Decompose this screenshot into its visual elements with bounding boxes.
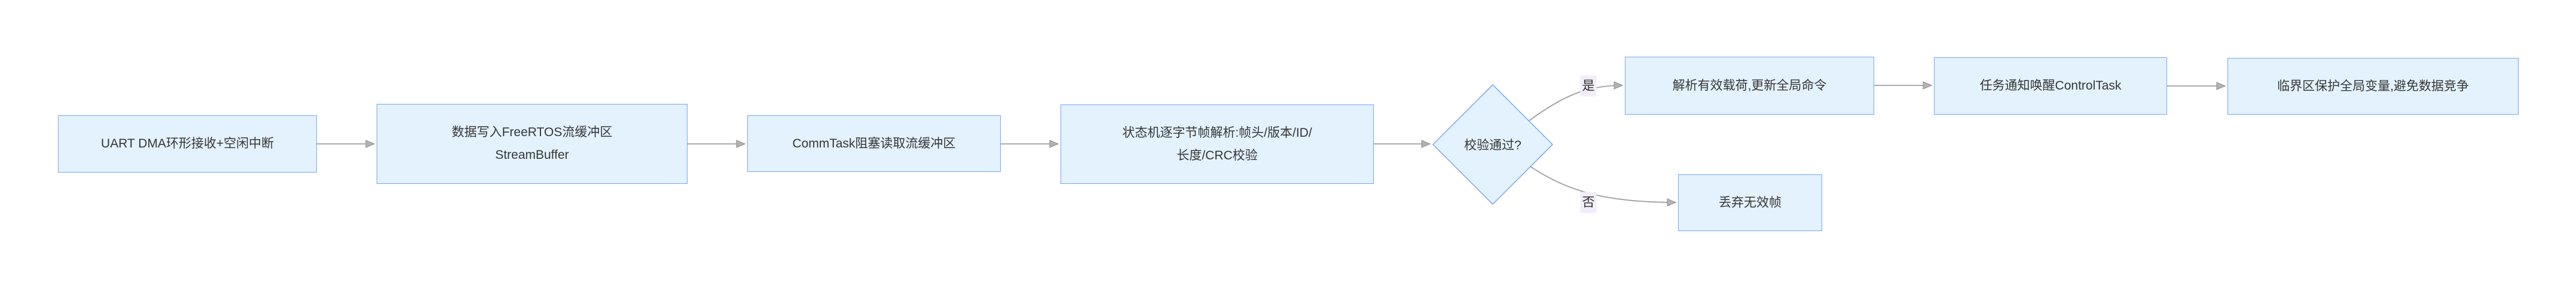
- node-label: UART DMA环形接收+空闲中断: [100, 137, 274, 150]
- diamond-shape: [1432, 84, 1553, 205]
- node-commtask-read: CommTask阻塞读取流缓冲区: [747, 115, 1001, 172]
- node-frame-parser: 状态机逐字节帧解析:帧头/版本/ID/ 长度/CRC校验: [1061, 104, 1374, 184]
- node-uart-dma-receive: UART DMA环形接收+空闲中断: [58, 115, 317, 173]
- decision-crc-check: 校验通过?: [1432, 84, 1553, 205]
- node-freertos-stream-buffer: 数据写入FreeRTOS流缓冲区 StreamBuffer: [377, 104, 687, 184]
- node-label: 数据写入FreeRTOS流缓冲区 StreamBuffer: [451, 125, 613, 162]
- node-label: 临界区保护全局变量,避免数据竞争: [2277, 79, 2469, 93]
- node-label: 状态机逐字节帧解析:帧头/版本/ID/ 长度/CRC校验: [1122, 125, 1312, 162]
- node-parse-payload: 解析有效载荷,更新全局命令: [1625, 57, 1874, 115]
- node-discard-invalid-frame: 丢弃无效帧: [1678, 174, 1822, 231]
- node-label: 丢弃无效帧: [1719, 195, 1781, 210]
- edge-label-yes: 是: [1580, 75, 1597, 97]
- edge-decision-yes: [1529, 81, 1624, 121]
- decision-label: 校验通过?: [1464, 139, 1521, 152]
- node-label: 任务通知唤醒ControlTask: [1979, 79, 2122, 93]
- node-notify-controltask: 任务通知唤醒ControlTask: [1934, 57, 2167, 115]
- node-label: CommTask阻塞读取流缓冲区: [792, 136, 956, 150]
- edge-label-no: 否: [1580, 192, 1597, 213]
- node-label: 解析有效载荷,更新全局命令: [1672, 78, 1827, 93]
- node-critical-section: 临界区保护全局变量,避免数据竞争: [2227, 58, 2519, 115]
